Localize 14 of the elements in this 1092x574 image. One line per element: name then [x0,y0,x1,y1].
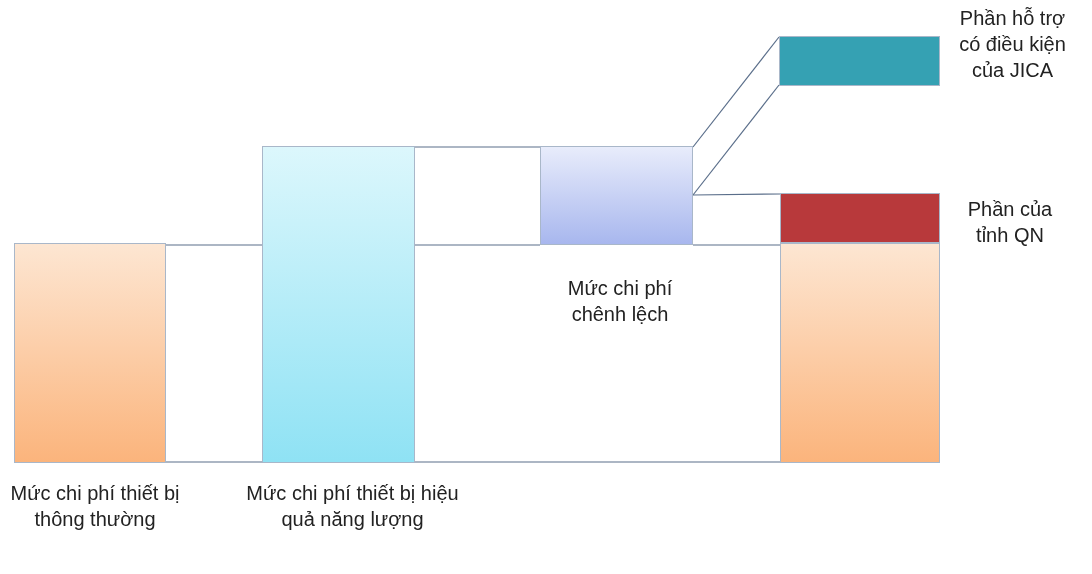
connector-line [692,193,781,196]
bar-caption: Phần hỗ trợ có điều kiện của JICA [958,6,1067,83]
connector-line [692,36,780,148]
connector-line [414,244,541,246]
bar-caption: Mức chi phí thiết bị thông thường [9,481,181,532]
connector-line [165,244,263,246]
bar-caption: Phần của tỉnh QN [966,197,1054,248]
connector-line [692,244,781,246]
bar-caption: Mức chi phí chênh lệch [566,276,674,327]
bar-caption: Mức chi phí thiết bị hiệu quả năng lượng [245,481,460,532]
connector-line [414,461,781,463]
connector-line [414,146,541,148]
connector-line [692,84,780,196]
connector-line [165,461,263,463]
